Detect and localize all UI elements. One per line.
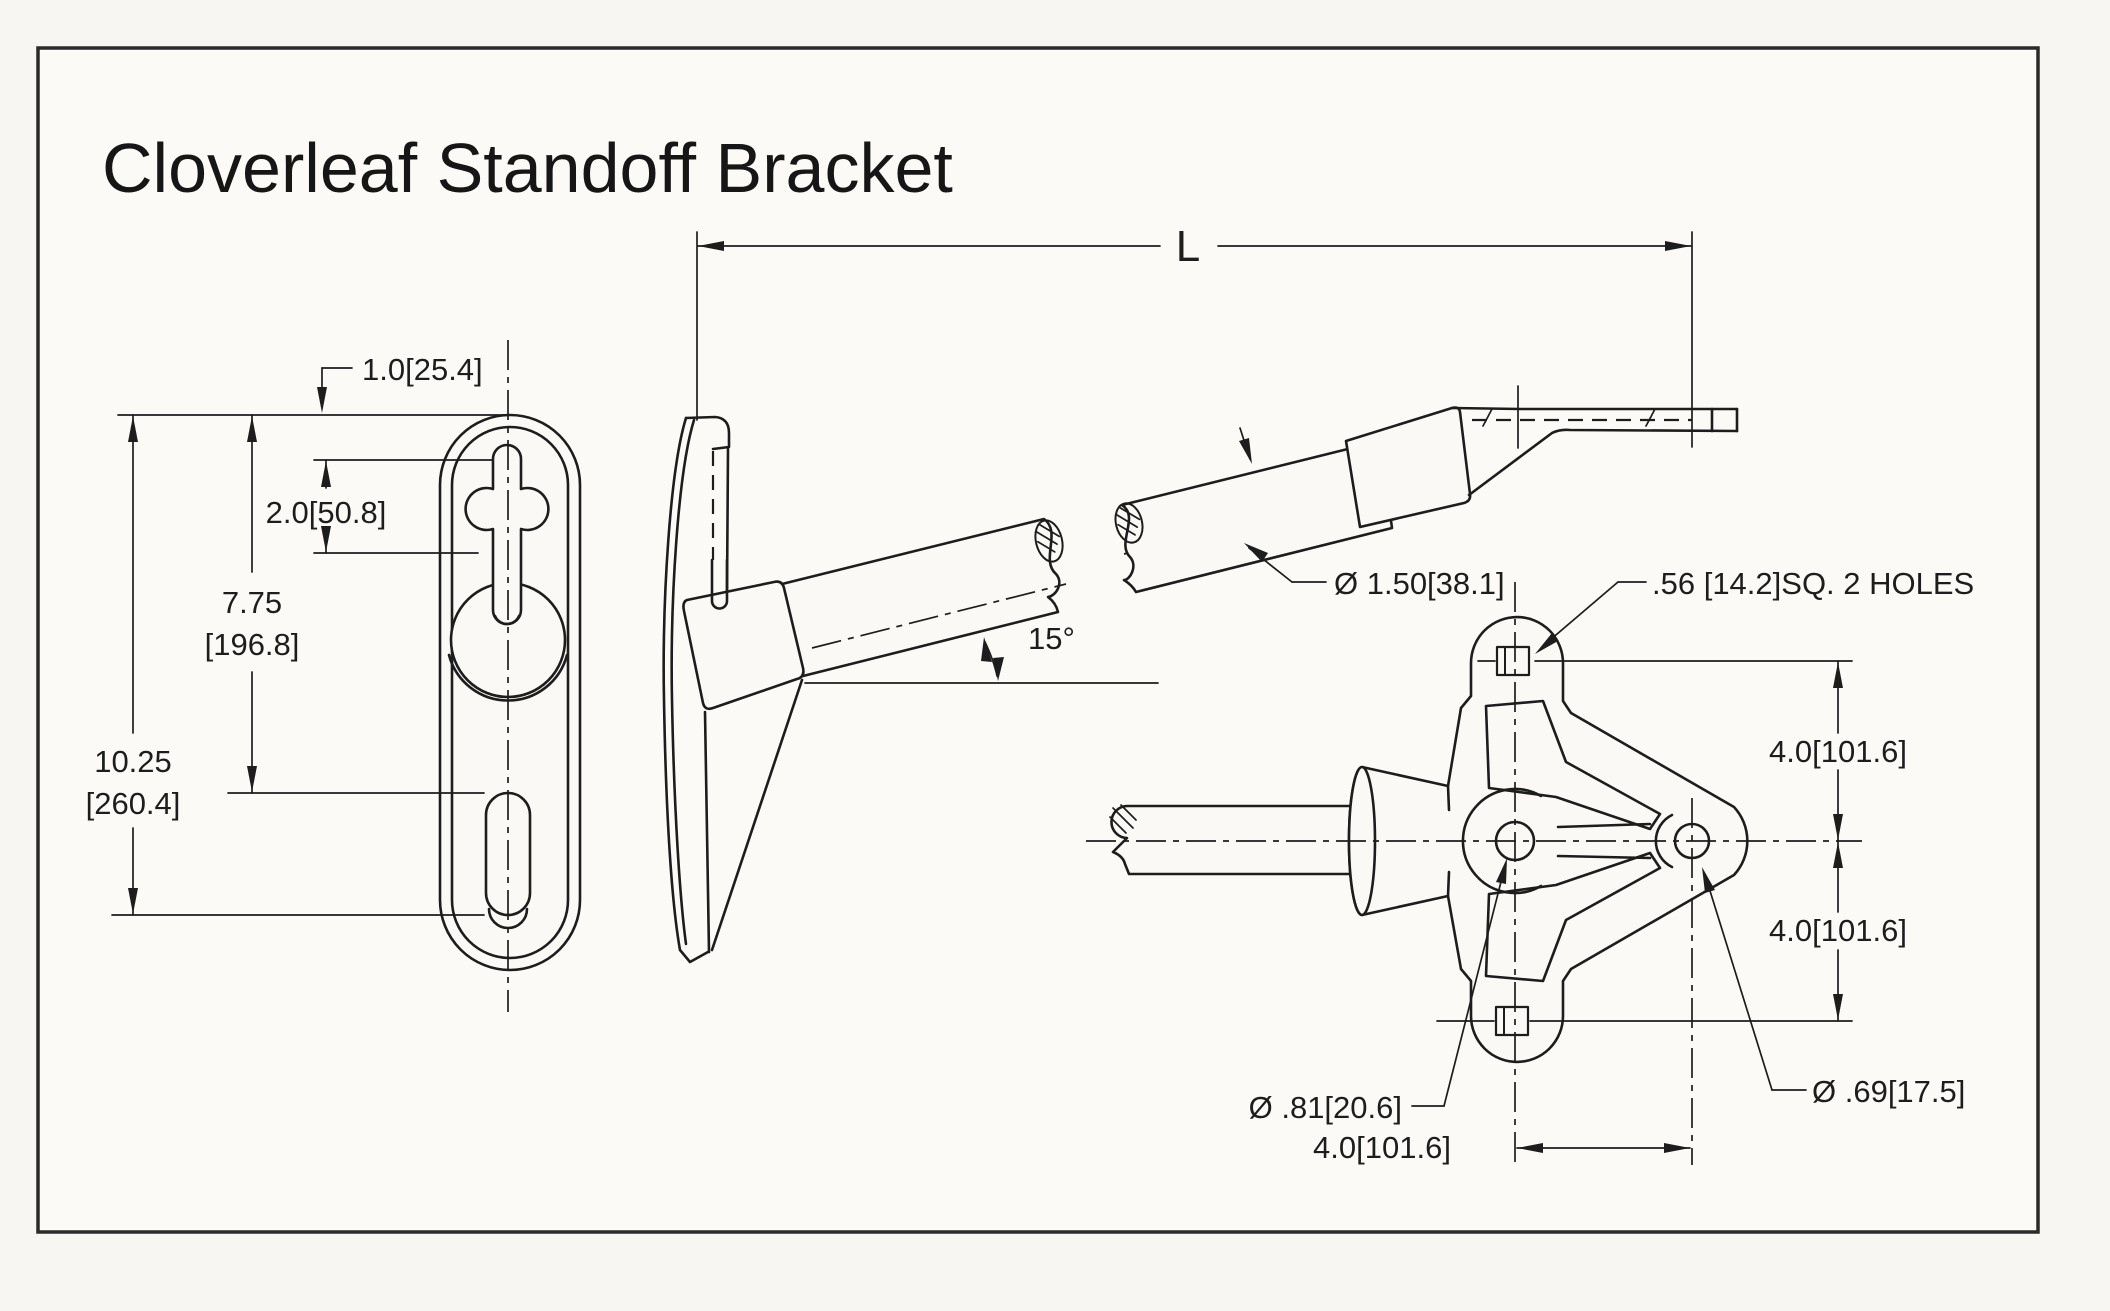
side-plate-inner-edge	[670, 418, 696, 946]
view-side-elevation: 15°	[662, 222, 1739, 964]
side-plate-lower-right-edge	[703, 710, 711, 954]
dim-overall-height: 10.25 [260.4]	[86, 414, 485, 916]
rod-centerline-lower	[811, 583, 1067, 649]
side-plate-top-tab	[684, 415, 731, 451]
square-hole-bottom	[1494, 1005, 1530, 1037]
dim-keyhole-span: 2.0[50.8]	[266, 459, 493, 554]
svg-text:[260.4]: [260.4]	[86, 786, 181, 821]
length-label: L	[1176, 222, 1200, 271]
rod-flat-end	[1450, 385, 1739, 497]
window-lower	[1484, 851, 1662, 983]
socket-edge-top	[1446, 784, 1451, 812]
svg-text:4.0[101.6]: 4.0[101.6]	[1769, 734, 1907, 769]
svg-text:10.25: 10.25	[94, 744, 172, 779]
callout-square-holes: .56 [14.2]SQ. 2 HOLES	[1535, 566, 1974, 654]
svg-text:4.0[101.6]: 4.0[101.6]	[1313, 1130, 1451, 1165]
socket-edge-bottom	[1446, 870, 1451, 898]
rod-break-symbol	[1034, 519, 1064, 563]
rod-socket-block	[682, 580, 805, 711]
callout-center-hole: Ø .81[20.6]	[1249, 858, 1507, 1125]
svg-text:[196.8]: [196.8]	[205, 627, 300, 662]
svg-text:2.0[50.8]: 2.0[50.8]	[266, 495, 387, 530]
callout-offset-hole: Ø .69[17.5]	[1702, 867, 1965, 1109]
window-upper	[1484, 699, 1662, 831]
page-title: Cloverleaf Standoff Bracket	[102, 129, 953, 207]
callout-rod-diameter: Ø 1.50[38.1]	[1239, 427, 1505, 601]
face-rod	[1110, 804, 1362, 876]
square-hole-top	[1495, 645, 1531, 677]
rod-upper-segment	[1120, 439, 1394, 594]
angle-annotation: 15°	[804, 621, 1159, 684]
svg-text:Ø .81[20.6]: Ø .81[20.6]	[1249, 1090, 1402, 1125]
dim-slot-distance: 7.75 [196.8]	[205, 414, 485, 794]
svg-text:Ø .69[17.5]: Ø .69[17.5]	[1812, 1074, 1965, 1109]
web-line-top	[1556, 822, 1652, 829]
svg-text:.56 [14.2]SQ. 2 HOLES: .56 [14.2]SQ. 2 HOLES	[1652, 566, 1974, 601]
svg-text:1.0[25.4]: 1.0[25.4]	[362, 352, 483, 387]
view-cloverleaf-face: .56 [14.2]SQ. 2 HOLES 4.0[101.6] 4.0[101…	[1086, 566, 1974, 1168]
web-line-bottom	[1556, 854, 1652, 860]
svg-text:4.0[101.6]: 4.0[101.6]	[1769, 913, 1907, 948]
rod-break-symbol-2	[1114, 502, 1144, 544]
keyhole-slot-detail-arc	[493, 614, 521, 626]
dim-spacing-horizontal: 4.0[101.6]	[1313, 1130, 1691, 1165]
gusset-edge	[710, 678, 804, 952]
keyhole-slot	[464, 443, 550, 626]
side-plate-outer-edge	[662, 416, 710, 964]
svg-text:Ø 1.50[38.1]: Ø 1.50[38.1]	[1334, 566, 1505, 601]
view-wall-plate: 1.0[25.4] 2.0[50.8] 7.75 [196.8]	[86, 340, 582, 1012]
svg-text:7.75: 7.75	[222, 585, 282, 620]
face-rod-break-hatch	[1109, 804, 1137, 834]
socket-hole-bottom	[710, 558, 729, 610]
dim-top-offset: 1.0[25.4]	[117, 352, 507, 416]
plate-inner-outline	[450, 425, 570, 960]
dim-spacing-upper: 4.0[101.6]	[1477, 660, 1907, 842]
dim-length: L	[696, 222, 1693, 448]
svg-text:15°: 15°	[1028, 621, 1075, 656]
